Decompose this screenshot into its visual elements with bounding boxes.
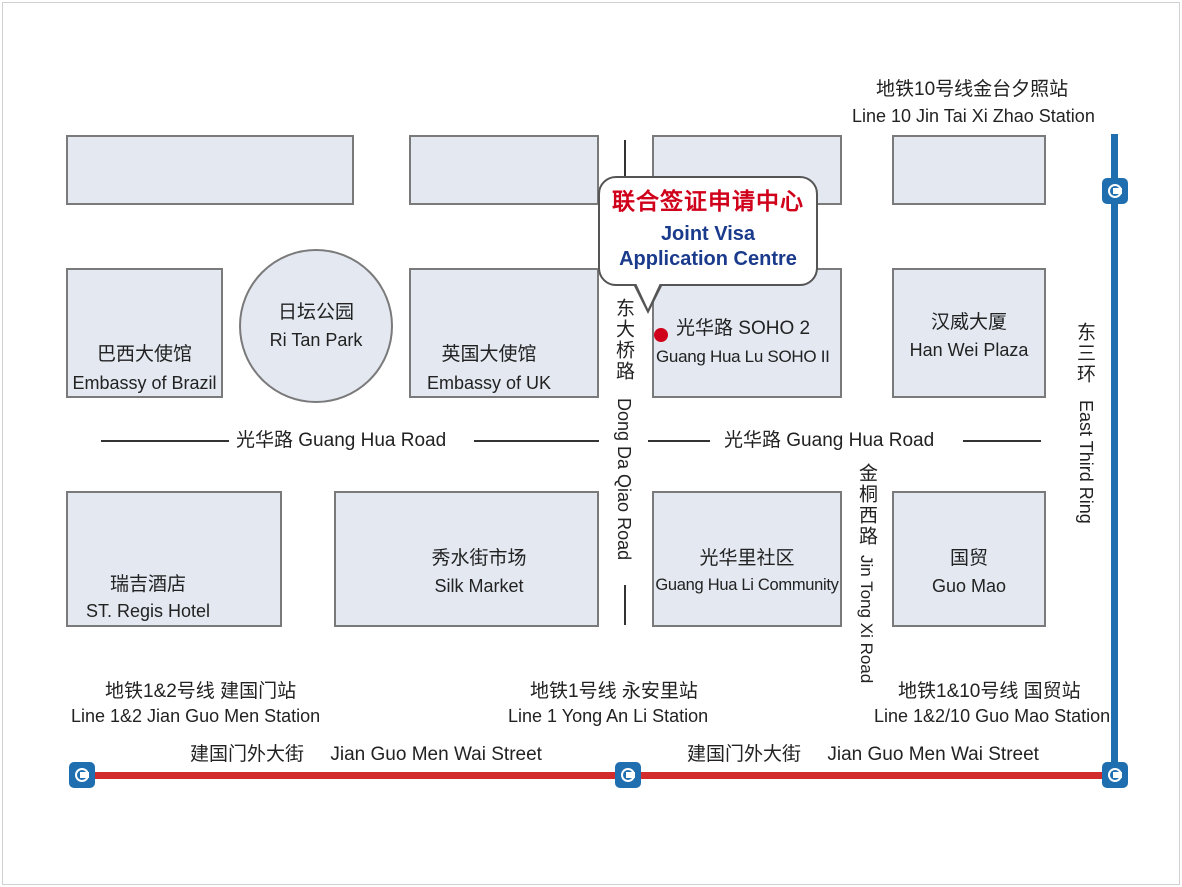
- station-jianguomen-en: Line 1&2 Jian Guo Men Station: [71, 706, 321, 726]
- metro-station-icon[interactable]: [1102, 762, 1128, 788]
- guanghua-road-label-left: 光华路 Guang Hua Road: [236, 430, 447, 451]
- st-regis-en: ST. Regis Hotel: [85, 601, 211, 621]
- metro-station-icon[interactable]: [615, 762, 641, 788]
- soho2-zh: 光华路 SOHO 2: [676, 318, 811, 339]
- guanghua-road-line: [474, 440, 599, 442]
- soho2-en: Guang Hua Lu SOHO II: [656, 347, 830, 366]
- guanghua-road-line: [963, 440, 1041, 442]
- metro-line-10-track: [1111, 134, 1118, 776]
- dongdaqiao-road-line: [624, 585, 626, 625]
- building-guanghuali: [652, 491, 842, 627]
- guanghuali-en: Guang Hua Li Community: [655, 576, 839, 594]
- east-third-ring-en: East Third Ring: [1076, 400, 1096, 524]
- guanghua-road-line: [101, 440, 229, 442]
- building-guomao: [892, 491, 1046, 627]
- callout-pointer-fill: [635, 281, 661, 309]
- block-top-2: [409, 135, 599, 205]
- guomao-en: Guo Mao: [931, 576, 1007, 596]
- jintongxi-road-zh: 金桐西路: [856, 463, 877, 547]
- building-silk-market: [334, 491, 599, 627]
- metro-station-icon[interactable]: [69, 762, 95, 788]
- station-jintaixizhao-en: Line 10 Jin Tai Xi Zhao Station: [852, 106, 1095, 126]
- dongdaqiao-road-line: [624, 140, 626, 176]
- hanwei-zh: 汉威大厦: [930, 312, 1007, 333]
- building-embassy-brazil: [66, 268, 223, 398]
- jianguomen-street-left: 建国门外大街 Jian Guo Men Wai Street: [190, 744, 542, 765]
- block-top-1: [66, 135, 354, 205]
- station-yonganli-en: Line 1 Yong An Li Station: [508, 706, 709, 726]
- station-jintaixizhao-zh: 地铁10号线金台夕照站: [876, 79, 1069, 100]
- embassy-uk-en: Embassy of UK: [426, 373, 552, 393]
- dongdaqiao-road-en: Dong Da Qiao Road: [614, 398, 634, 561]
- dongdaqiao-road-zh: 东大桥路: [613, 298, 634, 382]
- block-top-4: [892, 135, 1046, 205]
- east-third-ring-zh: 东三环: [1074, 322, 1095, 385]
- building-embassy-uk: [409, 268, 599, 398]
- guanghuali-zh: 光华里社区: [699, 548, 795, 569]
- st-regis-zh: 瑞吉酒店: [109, 574, 186, 595]
- station-guomao-en: Line 1&2/10 Guo Mao Station: [874, 706, 1111, 726]
- building-hanwei-plaza: [892, 268, 1046, 398]
- park-ri-tan: [239, 249, 393, 403]
- jintongxi-road-en: Jin Tong Xi Road: [857, 555, 876, 684]
- callout-title-en-2: Application Centre: [619, 248, 797, 270]
- silk-market-en: Silk Market: [434, 576, 524, 596]
- guanghua-road-label-right: 光华路 Guang Hua Road: [724, 430, 935, 451]
- building-st-regis: [66, 491, 282, 627]
- hanwei-en: Han Wei Plaza: [909, 340, 1029, 360]
- embassy-brazil-zh: 巴西大使馆: [96, 344, 192, 365]
- location-pin-icon: [654, 328, 668, 342]
- silk-market-zh: 秀水街市场: [431, 548, 527, 569]
- ri-tan-park-zh: 日坛公园: [277, 302, 354, 323]
- embassy-uk-zh: 英国大使馆: [441, 344, 537, 365]
- callout-title-en-1: Joint Visa: [660, 223, 756, 245]
- metro-station-icon[interactable]: [1102, 178, 1128, 204]
- station-guomao-zh: 地铁1&10号线 国贸站: [898, 681, 1081, 702]
- jianguomen-street-right: 建国门外大街 Jian Guo Men Wai Street: [687, 744, 1039, 765]
- ri-tan-park-en: Ri Tan Park: [269, 330, 363, 350]
- metro-line-1-track: [80, 772, 1118, 779]
- station-jianguomen-zh: 地铁1&2号线 建国门站: [105, 681, 297, 702]
- embassy-brazil-en: Embassy of Brazil: [72, 373, 217, 393]
- guomao-zh: 国贸: [949, 548, 988, 569]
- visa-centre-callout: [598, 176, 818, 286]
- station-yonganli-zh: 地铁1号线 永安里站: [530, 681, 698, 702]
- guanghua-road-line: [648, 440, 710, 442]
- callout-title-zh: 联合签证申请中心: [612, 188, 804, 214]
